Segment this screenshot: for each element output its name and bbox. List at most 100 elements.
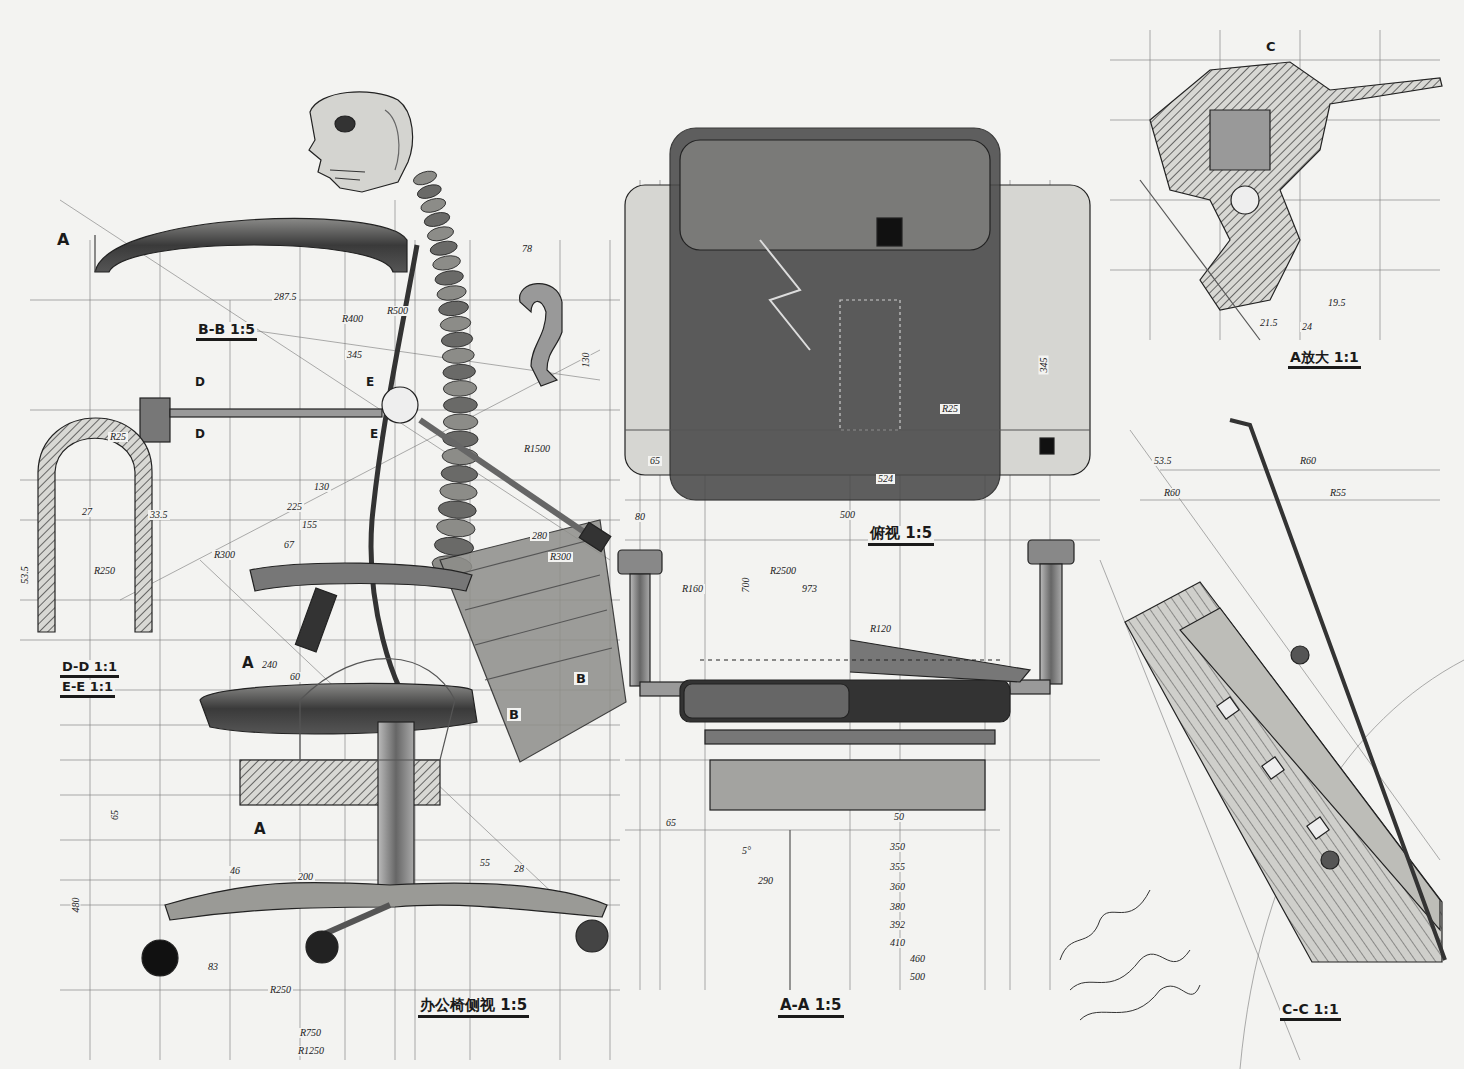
dimension-label: 60 bbox=[288, 672, 302, 682]
section-marker: E bbox=[364, 376, 376, 388]
dimension-label: 46 bbox=[228, 866, 242, 876]
detail-section-c bbox=[1125, 420, 1445, 962]
section-marker: D bbox=[193, 376, 207, 388]
dimension-label: 80 bbox=[633, 512, 647, 522]
dimension-label: 53.5 bbox=[1152, 456, 1174, 466]
dimension-label: 55 bbox=[478, 858, 492, 868]
dimension-label: 33.5 bbox=[148, 510, 170, 520]
dimension-label: R400 bbox=[340, 314, 365, 324]
vertebra bbox=[436, 517, 476, 538]
dimension-label: 700 bbox=[741, 576, 751, 595]
dimension-label: 460 bbox=[908, 954, 927, 964]
dimension-label: 24 bbox=[1300, 322, 1314, 332]
dimension-label: 350 bbox=[888, 842, 907, 852]
section-marker: E bbox=[368, 428, 380, 440]
dimension-label: 78 bbox=[520, 244, 534, 254]
dimension-label: 65 bbox=[664, 818, 678, 828]
dimension-label: 65 bbox=[110, 808, 120, 822]
dimension-label: 380 bbox=[888, 902, 907, 912]
vertebra bbox=[441, 465, 478, 483]
vertebra bbox=[443, 414, 478, 430]
vertebra bbox=[438, 500, 477, 520]
view-title: 俯视 1:5 bbox=[868, 526, 934, 546]
view-title: A-A 1:5 bbox=[778, 998, 844, 1018]
dimension-label: 345 bbox=[1039, 356, 1049, 375]
dimension-label: 287.5 bbox=[272, 292, 299, 302]
dimension-label: 5° bbox=[740, 846, 753, 856]
section-marker: A bbox=[240, 656, 256, 671]
vertebra bbox=[434, 269, 464, 287]
dimension-label: 360 bbox=[888, 882, 907, 892]
dimension-label: R25 bbox=[108, 432, 128, 442]
chair-front-view bbox=[618, 540, 1074, 990]
dimension-label: R500 bbox=[385, 306, 410, 316]
vertebra bbox=[443, 397, 477, 413]
dimension-label: 155 bbox=[300, 520, 319, 530]
section-marker: B bbox=[574, 672, 588, 685]
vertebra bbox=[429, 239, 459, 258]
dimension-label: 973 bbox=[800, 584, 819, 594]
chair-top-view bbox=[625, 128, 1090, 500]
dimension-label: R750 bbox=[298, 1028, 323, 1038]
vertebra bbox=[439, 482, 477, 501]
vertebra bbox=[423, 210, 451, 229]
dimension-label: 19.5 bbox=[1326, 298, 1348, 308]
vertebra bbox=[426, 224, 455, 243]
dimension-label: 355 bbox=[888, 862, 907, 872]
section-marker: C bbox=[1264, 40, 1278, 53]
dimension-label: R55 bbox=[1328, 488, 1348, 498]
view-title: B-B 1:5 bbox=[196, 322, 257, 341]
dimension-label: R300 bbox=[212, 550, 237, 560]
view-title: D-D 1:1 bbox=[60, 660, 119, 678]
dimension-label: R60 bbox=[1162, 488, 1182, 498]
section-marker: D bbox=[193, 428, 207, 440]
section-marker: A bbox=[55, 232, 71, 248]
dimension-label: R250 bbox=[268, 985, 293, 995]
construction-lines bbox=[20, 30, 1464, 1069]
handwriting-scribble bbox=[1060, 890, 1200, 1020]
dimension-label: 21.5 bbox=[1258, 318, 1280, 328]
vertebra bbox=[432, 254, 462, 273]
chair-side-view bbox=[38, 218, 626, 976]
dimension-label: R60 bbox=[1298, 456, 1318, 466]
dimension-label: 500 bbox=[838, 510, 857, 520]
dimension-label: R1250 bbox=[296, 1046, 326, 1056]
dimension-label: 67 bbox=[282, 540, 296, 550]
vertebra bbox=[440, 315, 472, 333]
detail-section-a bbox=[1140, 62, 1442, 340]
section-marker: A bbox=[252, 822, 268, 837]
dimension-label: 410 bbox=[888, 938, 907, 948]
dimension-label: 345 bbox=[345, 350, 364, 360]
vertebra bbox=[443, 364, 476, 381]
dimension-label: 130 bbox=[312, 482, 331, 492]
dimension-label: 225 bbox=[285, 502, 304, 512]
dimension-label: 130 bbox=[581, 351, 591, 370]
dimension-label: 480 bbox=[71, 896, 81, 915]
dimension-label: R1500 bbox=[522, 444, 552, 454]
vertebra bbox=[443, 380, 477, 397]
dimension-label: R300 bbox=[548, 552, 573, 562]
vertebra bbox=[441, 331, 474, 348]
dimension-label: 290 bbox=[756, 876, 775, 886]
vertebra bbox=[419, 196, 447, 215]
skull-figure bbox=[309, 92, 413, 192]
spine-figure bbox=[412, 169, 479, 577]
dimension-label: 65 bbox=[648, 456, 662, 466]
dimension-label: 53.5 bbox=[20, 564, 30, 586]
dimension-label: 50 bbox=[892, 812, 906, 822]
view-title: C-C 1:1 bbox=[1280, 1002, 1341, 1021]
view-title: 办公椅侧视 1:5 bbox=[418, 998, 529, 1018]
vertebra bbox=[442, 347, 475, 364]
dimension-label: 240 bbox=[260, 660, 279, 670]
section-marker: B bbox=[507, 708, 521, 721]
dimension-label: 392 bbox=[888, 920, 907, 930]
dimension-label: 28 bbox=[512, 864, 526, 874]
dimension-label: R25 bbox=[940, 404, 960, 414]
dimension-label: 200 bbox=[296, 872, 315, 882]
dimension-label: R120 bbox=[868, 624, 893, 634]
dimension-label: 280 bbox=[530, 531, 549, 541]
dimension-label: R250 bbox=[92, 566, 117, 576]
dimension-label: R2500 bbox=[768, 566, 798, 576]
